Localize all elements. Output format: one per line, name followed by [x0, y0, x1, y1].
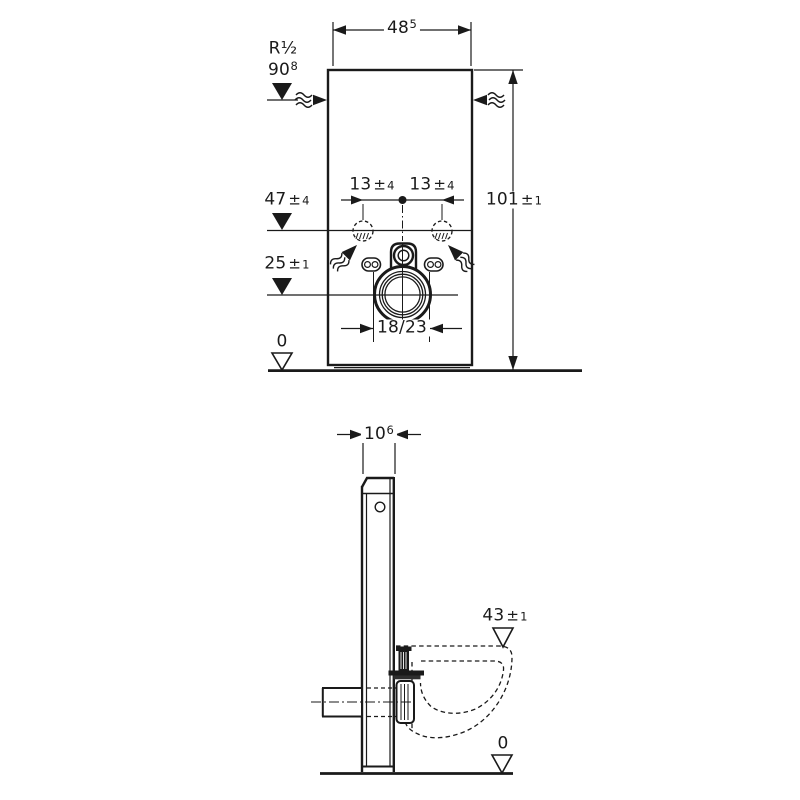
- depth-dimension-label: 106: [360, 424, 398, 443]
- front-view: [267, 22, 582, 373]
- floor-datum-front: [268, 352, 582, 373]
- anchor-points: [327, 220, 478, 275]
- datum-triangle-filled: [272, 213, 292, 230]
- side-view: [311, 426, 515, 775]
- flex-connection-arrow-right: [472, 92, 506, 108]
- datum-triangle-open: [491, 627, 515, 649]
- offset-right-label: 13±4: [409, 174, 455, 195]
- offset-dimension-13: [341, 195, 464, 241]
- inlet-height-label: 47±4: [264, 189, 310, 210]
- bowl-height-label: 43±1: [482, 605, 528, 626]
- inlet-datum-47: [267, 213, 471, 232]
- mounting-bracket-strip: [393, 675, 421, 680]
- outlet-offset-dimension: [341, 272, 462, 342]
- anchor-circle-right: [431, 220, 453, 242]
- datum-triangle-open: [490, 754, 514, 775]
- flush-bend-cap: [396, 646, 412, 651]
- offset-left-label: 13±4: [349, 174, 395, 195]
- center-reference-dot: [398, 196, 407, 204]
- connection-set: [311, 646, 424, 724]
- supply-radius-label: R½: [268, 38, 298, 59]
- total-height-label: 101±1: [482, 191, 546, 209]
- anchor-circle-left: [352, 220, 374, 242]
- service-opening: [374, 501, 386, 513]
- floor-datum-side: [320, 754, 514, 775]
- supply-height-label: 908: [267, 59, 299, 80]
- datum-triangle-filled: [272, 278, 292, 295]
- module-outline: [360, 476, 395, 772]
- mounting-bracket: [388, 670, 424, 676]
- supply-datum: [267, 83, 506, 108]
- outlet-height-label: 25±1: [264, 253, 310, 274]
- bowl-height-datum: [491, 627, 515, 649]
- datum-triangle-open: [270, 352, 294, 372]
- width-dimension-label: 485: [383, 18, 421, 37]
- total-height-dimension: [474, 69, 523, 370]
- floor-level-label-side: 0: [497, 733, 509, 754]
- outlet-datum-25: [267, 278, 458, 296]
- flex-connection-arrow-left: [294, 92, 328, 108]
- floor-level-label-front: 0: [276, 331, 288, 352]
- outlet-offset-label: 18/23: [374, 319, 430, 337]
- datum-triangle-filled: [272, 83, 292, 100]
